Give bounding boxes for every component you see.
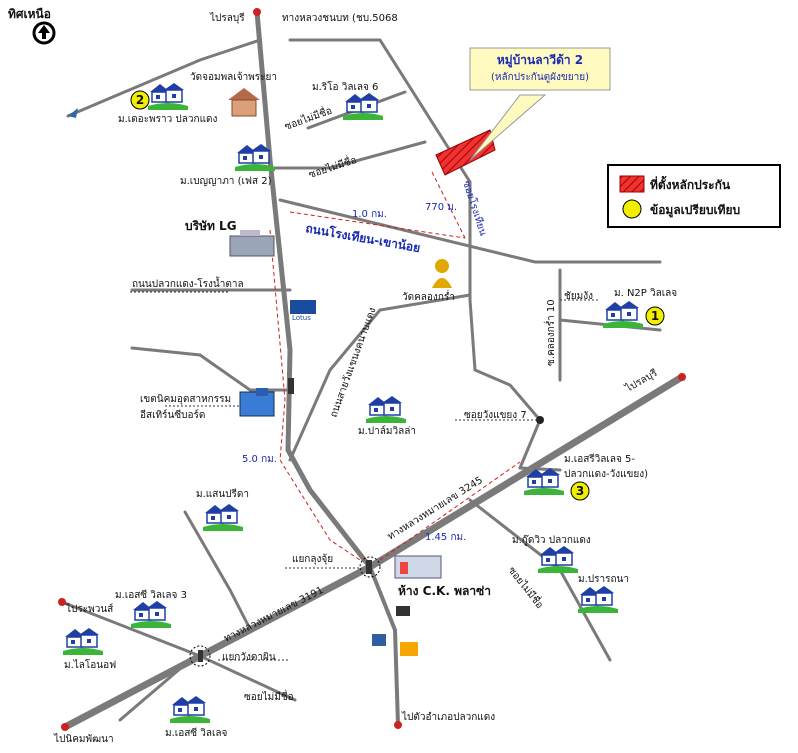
distance-lines — [269, 171, 521, 561]
house-icon — [365, 395, 407, 424]
house-icon — [577, 585, 619, 614]
comparable-marker-2 — [130, 90, 150, 110]
arrow-northwest-icon — [68, 108, 78, 118]
legend-comparable-swatch — [622, 199, 642, 219]
label-yaek-lungjun: แยกลุงจุ้ย — [292, 553, 333, 565]
label-soi-khlong10: ซ.คลองกร่ำ 10 — [543, 299, 557, 366]
label-soi-noname-4: ซอยไม่มีชื่อ — [244, 689, 294, 703]
store-icon — [396, 606, 410, 616]
factory-icon — [229, 230, 275, 257]
label-esri5-line1: ม.เอสรีวิลเลจ 5- — [564, 453, 635, 465]
estate-icon — [239, 388, 275, 417]
label-to-nikhom: ไปนิคมพัฒนา — [53, 733, 114, 745]
house-icon — [130, 600, 172, 629]
subject-site — [435, 129, 496, 176]
callout-title: หมู่บ้านลาวีด้า 2 — [497, 53, 583, 68]
junction-lungjun-circle — [359, 556, 381, 578]
label-rongtian-road: ถนนโรงเทียน-เขาน้อย — [304, 220, 421, 255]
arrow-north-icon — [253, 8, 261, 16]
traffic-light-icon — [288, 378, 294, 394]
mall-icon — [394, 555, 442, 579]
label-chai-mongkol: ชัยมงัง — [564, 291, 593, 302]
landmark-icons — [198, 88, 452, 662]
tesco-lotus-icon — [290, 300, 316, 314]
label-ck-plaza: ห้าง C.K. พลาซ่า — [398, 584, 491, 598]
legend-subject-label: ที่ตั้งหลักประกัน — [650, 175, 731, 192]
house-icon — [342, 92, 384, 121]
shop-icon — [400, 642, 418, 656]
label-plaeng-road: ถนนปลวกแดง-โรงน้ำตาล — [132, 276, 244, 290]
label-esri-bottom: ม.เอสซี วิลเลจ — [165, 727, 228, 739]
label-n2p: ม. N2P วิลเลจ — [614, 288, 677, 299]
comparable-marker-3-label: 3 — [576, 484, 584, 498]
north-arrow-icon — [38, 25, 50, 39]
house-icon — [62, 627, 104, 656]
traffic-light-icon — [198, 650, 203, 662]
buddha-icon — [432, 259, 452, 288]
label-rural-highway: ทางหลวงชนบท (ชบ.5068 — [282, 13, 398, 24]
label-lg: บริษัท LG — [185, 219, 237, 233]
label-prathana: ม.ปรารถนา — [578, 574, 629, 585]
house-icon — [537, 545, 579, 574]
label-soi-rongtian: ซอยโรงเทียน — [460, 179, 490, 237]
label-to-sattahip: ไประพวนส์ — [65, 603, 113, 615]
label-dist-770m: 770 ม. — [425, 202, 457, 213]
label-dist-145km: 1.45 กม. — [425, 532, 466, 543]
house-icon — [169, 695, 211, 724]
label-saen-prida: ม.แสนปรีดา — [196, 488, 249, 500]
house-icon — [602, 300, 644, 329]
traffic-light-icon — [366, 560, 372, 574]
label-esri5-line2: ปลวกแดง-วังแขยง) — [564, 469, 648, 480]
legend-subject-swatch — [619, 175, 645, 193]
label-to-amphoe: ไปตัวอำเภอปลวกแดง — [401, 711, 495, 723]
temple-icon — [228, 88, 260, 117]
label-esri3: ม.เอสซี วิลเลจ 3 — [115, 589, 187, 601]
arrow-west-icon — [58, 598, 66, 606]
label-dist-5km: 5.0 กม. — [242, 454, 277, 465]
house-icon — [147, 82, 189, 111]
label-tesco: Lotus — [292, 314, 311, 322]
house-icon — [202, 503, 244, 532]
label-benyapa: ม.เบญญาภา (เฟส 2) — [180, 176, 272, 187]
comparable-marker-1-label: 1 — [651, 309, 659, 323]
label-palm-villa: ม.ปาล์มวิลล่า — [358, 425, 416, 437]
north-label: ทิศเหนือ — [8, 7, 51, 21]
leader-lines — [130, 291, 600, 661]
junction-wangtan-circle — [189, 645, 211, 667]
comparable-markers: 2 1 3 — [130, 90, 665, 501]
legend: ที่ตั้งหลักประกัน ข้อมูลเปรียบเทียบ — [607, 164, 781, 228]
label-estate-2: อีสเทิร์นซีบอร์ด — [140, 409, 205, 421]
subject-callout: หมู่บ้านลาวีด้า 2 (หลักประกันตูผังขยาย) — [469, 47, 611, 161]
destination-arrows — [58, 8, 686, 731]
label-dist-1km: 1.0 กม. — [352, 209, 387, 220]
label-wat-khlong: วัดคลองกร่ำ — [402, 289, 455, 303]
comparable-marker-3 — [570, 481, 590, 501]
label-wat-jom: วัดจอมพลเจ้าพระยา — [190, 71, 277, 83]
comparable-marker-1 — [645, 306, 665, 326]
label-to-chonburi-north: ไปรลบุรี — [209, 12, 245, 24]
north-compass: ทิศเหนือ — [8, 7, 56, 45]
label-the-proud: ม.เดอะพราว ปลวกแดง — [118, 114, 218, 125]
arrow-south-icon — [394, 721, 402, 729]
label-estate-1: เขตนิคมอุตสาหกรรม — [140, 394, 231, 405]
bank-icon — [372, 634, 386, 646]
arrow-east-icon — [678, 373, 686, 381]
label-rio-village: ม.ริโอ วิลเลจ 6 — [312, 80, 378, 93]
label-lifeoff: ม.ไลโอนอฟ — [64, 658, 116, 671]
comparable-marker-2-label: 2 — [136, 93, 144, 107]
arrow-southwest-icon — [61, 723, 69, 731]
legend-comparable-label: ข้อมูลเปรียบเทียบ — [650, 203, 740, 218]
label-soi-wangcheng7: ซอยวังแขยง 7 — [464, 410, 527, 421]
callout-subtitle: (หลักประกันตูผังขยาย) — [491, 72, 589, 83]
label-goodview: ม.กู๊ดวิว ปลวกแดง — [512, 534, 591, 546]
label-hwy-3191: ทางหลวงหมายเลข 3191 — [222, 585, 325, 645]
label-yaek-wangtan: แยกวังตาผิน — [222, 652, 276, 663]
